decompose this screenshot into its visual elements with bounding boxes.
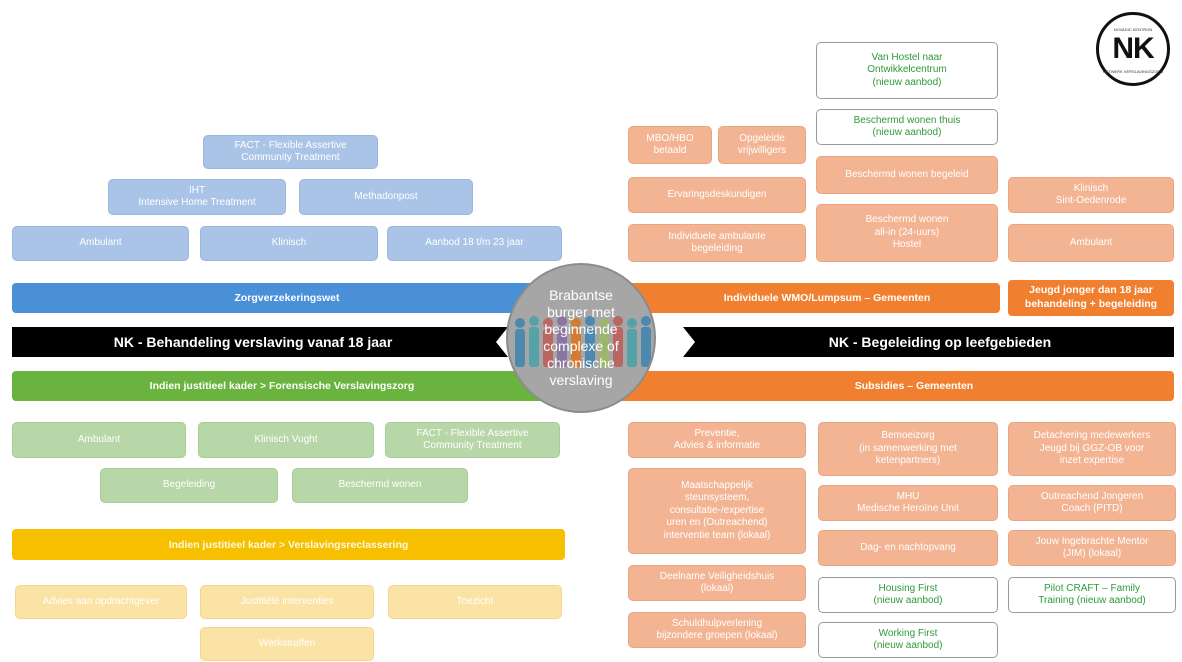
right-arrow-icon [683,327,707,357]
maatschappelijk-box: Maatschappelijk steunsysteem, consultati… [628,468,806,554]
jeugd-band: Jeugd jonger dan 18 jaar behandeling + b… [1008,280,1174,316]
begeleiding-box: Begeleiding [100,468,278,503]
individuele-ambulante-box: Individuele ambulante begeleiding [628,224,806,262]
reclassering-band: Indien justitieel kader > Verslavingsrec… [12,529,565,560]
klinisch-blue-box: Klinisch [200,226,378,261]
forensisch-band: Indien justitieel kader > Forensische Ve… [12,371,552,401]
preventie-box: Preventie, Advies & informatie [628,422,806,458]
mhu-box: MHU Medische Heroïne Unit [818,485,998,521]
fact-box: FACT - Flexible Assertive Community Trea… [203,135,378,169]
schuldhulp-box: Schuldhulpverlening bijzondere groepen (… [628,612,806,648]
behandeling-black-band: NK - Behandeling verslaving vanaf 18 jaa… [12,327,494,357]
methadonpost-box: Methadonpost [299,179,473,215]
beschermd-thuis-box: Beschermd wonen thuis (nieuw aanbod) [816,109,998,145]
ervaringsdeskundigen-box: Ervaringsdeskundigen [628,177,806,213]
outreachend-box: Outreachend Jongeren Coach (PITD) [1008,485,1176,521]
ambulant-green-box: Ambulant [12,422,186,458]
werkstraffen-box: Werkstraffen [200,627,374,661]
zorgverzekeringswet-band: Zorgverzekeringswet [12,283,562,313]
klinisch-vught-box: Klinisch Vught [198,422,374,458]
nk-logo: NOVADIC KENTRON NK NETWERK VERSLAVINGSZO… [1096,12,1170,86]
center-circle-text: Brabantse burger met beginnende complexe… [543,286,619,389]
logo-top-text: NOVADIC KENTRON [1113,27,1153,32]
ambulant-blue-box: Ambulant [12,226,189,261]
bemoeizorg-box: Bemoeizorg (in samenwerking met ketenpar… [818,422,998,476]
left-arrow-icon [484,327,508,357]
logo-bottom-text: NETWERK VERSLAVINGSZORG [1102,69,1164,74]
detachering-box: Detachering medewerkers Jeugd bij GGZ-OB… [1008,422,1176,476]
dag-nacht-box: Dag- en nachtopvang [818,530,998,566]
klinisch-sint-oedenrode-box: Klinisch Sint-Oedenrode [1008,177,1174,213]
beschermd-wonen-green-box: Beschermd wonen [292,468,468,503]
beschermd-begeleid-box: Beschermd wonen begeleid [816,156,998,194]
aanbod-box: Aanbod 18 t/m 23 jaar [387,226,562,261]
iht-box: IHT Intensive Home Treatment [108,179,286,215]
advies-box: Advies aan opdrachtgever [15,585,187,619]
toezicht-box: Toezicht [388,585,562,619]
working-first-box: Working First (nieuw aanbod) [818,622,998,658]
pilot-craft-box: Pilot CRAFT – Family Training (nieuw aan… [1008,577,1176,613]
mbo-hbo-box: MBO/HBO betaald [628,126,712,164]
fact-green-box: FACT - Flexible Assertive Community Trea… [385,422,560,458]
opgeleide-vrijwilligers-box: Opgeleide vrijwilligers [718,126,806,164]
begeleiding-black-band: NK - Begeleiding op leefgebieden [706,327,1174,357]
subsidies-band: Subsidies – Gemeenten [614,371,1174,401]
logo-text: NK [1112,32,1154,65]
van-hostel-box: Van Hostel naar Ontwikkelcentrum (nieuw … [816,42,998,99]
people-figures-icon [515,316,651,367]
wmo-band: Individuele WMO/Lumpsum – Gemeenten [614,283,1000,313]
jouw-ingebrachte-box: Jouw Ingebrachte Mentor (JIM) (lokaal) [1008,530,1176,566]
housing-first-box: Housing First (nieuw aanbod) [818,577,998,613]
justitiele-box: Justitiële interventies [200,585,374,619]
beschermd-allin-box: Beschermd wonen all-in (24-uurs) Hostel [816,204,998,262]
center-circle: Brabantse burger met beginnende complexe… [506,263,656,413]
ambulant-orange-box: Ambulant [1008,224,1174,262]
deelname-box: Deelname Veiligheidshuis (lokaal) [628,565,806,601]
